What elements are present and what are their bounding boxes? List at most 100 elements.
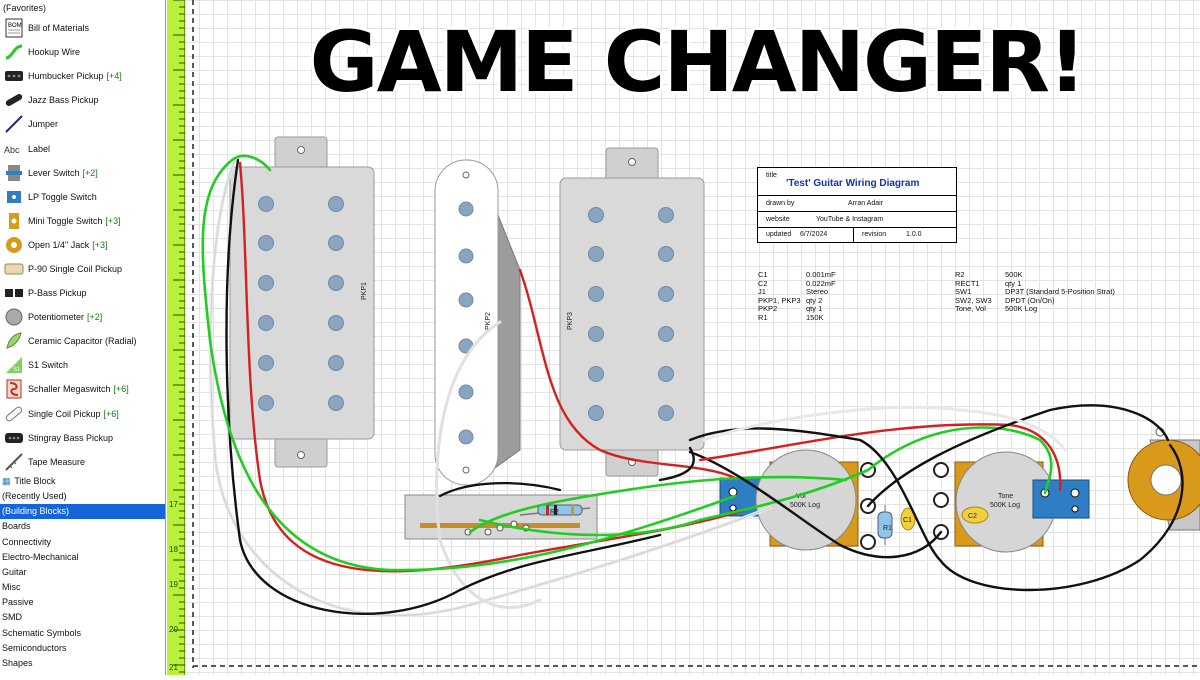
component-variant-count: [+6] — [113, 384, 129, 395]
bom-value: Stereo — [806, 287, 829, 297]
output-jack[interactable] — [1127, 427, 1200, 531]
wire-icon — [3, 42, 25, 62]
p90-icon — [3, 259, 25, 279]
bom-ref: R2 — [955, 270, 965, 279]
component-pbass[interactable]: P-Bass Pickup — [0, 281, 165, 305]
category-item[interactable]: Guitar — [0, 565, 165, 580]
volume-potentiometer[interactable]: Vol 500K Log — [719, 449, 876, 551]
potentiometer-icon — [3, 307, 25, 327]
svg-text:BOM: BOM — [8, 23, 22, 29]
component-mini-toggle[interactable]: Mini Toggle Switch[+3] — [0, 209, 165, 233]
bom-value: 0.001mF — [806, 270, 836, 279]
component-jack[interactable]: Open 1/4" Jack[+3] — [0, 233, 165, 257]
pkp2-pole-pieces — [458, 201, 474, 445]
category-item[interactable]: Semiconductors — [0, 641, 165, 656]
hookup-wires[interactable] — [201, 154, 1184, 618]
single-coil-pickup-2[interactable]: PKP2 — [434, 159, 521, 486]
component-variant-count: [+6] — [103, 408, 119, 419]
component-single-coil[interactable]: Single Coil Pickup[+6] — [0, 402, 165, 426]
humbucker-pickup-1[interactable]: PKP1 — [229, 136, 375, 468]
component-variant-count: [+2] — [82, 167, 98, 178]
component-variant-count: [+4] — [106, 71, 122, 82]
favorites-header: (Favorites) — [3, 3, 47, 13]
bom-ref: Tone, Vol — [955, 304, 986, 314]
updated-label: updated — [766, 231, 792, 238]
category-item[interactable]: (Recently Used) — [0, 489, 165, 504]
category-label: SMD — [2, 612, 22, 623]
category-item[interactable]: Electro-Mechanical — [0, 550, 165, 565]
component-label: Schaller Megaswitch — [28, 384, 111, 395]
bom-row: Tone, Vol 500K Log — [955, 305, 1115, 314]
component-p90[interactable]: P-90 Single Coil Pickup — [0, 257, 165, 281]
category-item[interactable]: Shapes — [0, 656, 165, 671]
category-item[interactable]: Schematic Symbols — [0, 626, 165, 641]
website-value: YouTube & Instagram — [816, 216, 884, 223]
category-item[interactable]: (Building Blocks) — [0, 504, 165, 520]
drawn-by-value: Arran Adair — [848, 200, 884, 207]
component-variant-count: [+3] — [92, 239, 108, 250]
bom-row: SW2, SW3 DPDT (On/On) — [955, 295, 1115, 306]
c2-label: C2 — [968, 513, 977, 520]
bom-ref: SW2, SW3 — [955, 295, 992, 305]
bom-ref: PKP1, PKP3 — [758, 295, 801, 305]
component-label[interactable]: Abc Label — [0, 136, 165, 160]
component-lp-toggle[interactable]: LP Toggle Switch — [0, 185, 165, 209]
bom-ref: R1 — [758, 312, 768, 322]
capacitor-c1[interactable]: C1 — [900, 507, 916, 531]
component-humbucker[interactable]: Humbucker Pickup[+4] — [0, 64, 165, 88]
category-item[interactable]: ▦ Title Block — [0, 474, 165, 489]
humbucker-icon — [3, 66, 25, 86]
category-item[interactable]: Misc — [0, 580, 165, 595]
category-item[interactable]: Connectivity — [0, 535, 165, 550]
component-jazz-bass[interactable]: Jazz Bass Pickup — [0, 88, 165, 112]
component-label: P-90 Single Coil Pickup — [28, 263, 123, 274]
resistor-r1[interactable]: R1 — [877, 505, 893, 545]
resistor-r2[interactable]: R2 — [519, 504, 591, 516]
label-icon: Abc — [3, 139, 25, 159]
component-stingray[interactable]: Stingray Bass Pickup — [0, 426, 165, 450]
component-potentiometer[interactable]: Potentiometer[+2] — [0, 305, 165, 329]
component-lever-switch[interactable]: Lever Switch[+2] — [0, 161, 165, 185]
component-jumper[interactable]: Jumper — [0, 112, 165, 136]
category-label: Connectivity — [2, 536, 52, 547]
bom-value: DPDT (On/On) — [1005, 295, 1055, 305]
component-label: Jazz Bass Pickup — [28, 95, 99, 106]
title-label: title — [766, 172, 777, 179]
svg-text:S1: S1 — [13, 367, 21, 373]
tape-measure-icon — [3, 452, 25, 472]
s1-switch-icon: S1 — [3, 355, 25, 375]
component-label: Label — [28, 143, 51, 154]
component-capacitor[interactable]: Ceramic Capacitor (Radial) — [0, 329, 165, 353]
bom-value: 150K — [806, 312, 824, 322]
tone-potentiometer[interactable]: C2 Tone 500K Log — [933, 451, 1090, 553]
component-label: LP Toggle Switch — [28, 191, 97, 202]
component-label: Stingray Bass Pickup — [28, 432, 114, 443]
pkp1-label: PKP1 — [361, 282, 368, 300]
category-label: Shapes — [2, 658, 33, 669]
website-label: website — [766, 216, 790, 223]
component-tape-measure[interactable]: Tape Measure — [0, 450, 165, 474]
r2-label: R2 — [550, 509, 559, 516]
component-megaswitch[interactable]: Schaller Megaswitch[+6] — [0, 377, 165, 401]
component-label: P-Bass Pickup — [28, 288, 87, 299]
category-item[interactable]: Passive — [0, 595, 165, 610]
category-item[interactable]: Boards — [0, 519, 165, 534]
category-item[interactable]: SMD — [0, 610, 165, 625]
component-label: Lever Switch — [28, 167, 80, 178]
bom-value: 500K Log — [1005, 304, 1038, 314]
humbucker-pickup-3[interactable]: PKP3 — [559, 147, 705, 477]
title-block[interactable]: title 'Test' Guitar Wiring Diagram drawn… — [757, 167, 957, 243]
revision-value: 1.0.0 — [906, 231, 922, 238]
svg-text:Abc: Abc — [4, 145, 20, 155]
category-label: Boards — [2, 521, 31, 532]
diagram-title: 'Test' Guitar Wiring Diagram — [786, 178, 920, 189]
component-wire[interactable]: Hookup Wire — [0, 40, 165, 64]
